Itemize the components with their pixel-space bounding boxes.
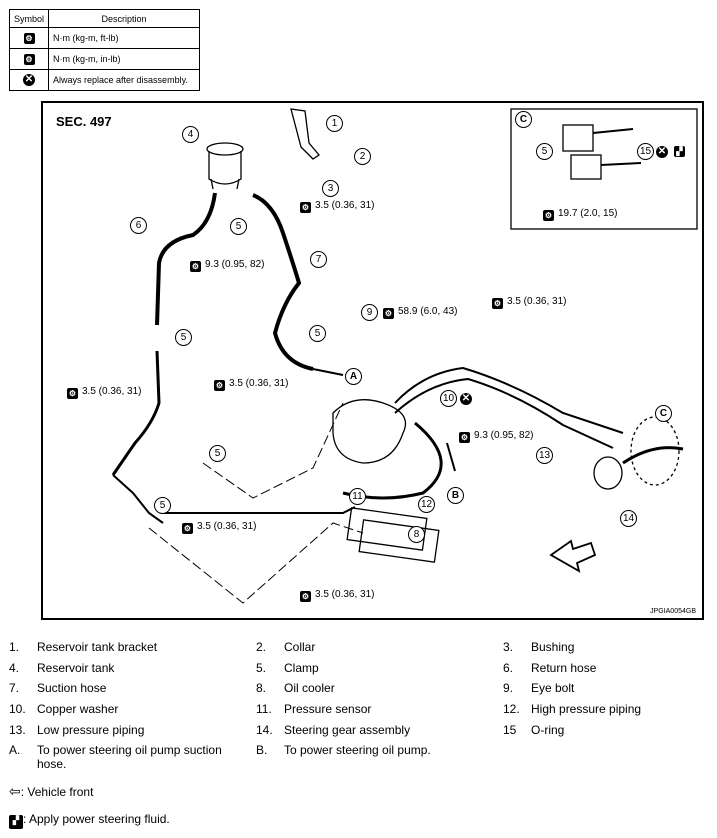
torque-label: ⚙19.7 (2.0, 15) bbox=[543, 208, 618, 221]
torque-wrench-icon: ⚙ bbox=[23, 32, 35, 44]
return-hose bbox=[155, 192, 217, 326]
callout-5: 5 bbox=[175, 329, 192, 346]
torque-label: ⚙9.3 (0.95, 82) bbox=[459, 430, 534, 443]
legend-item: 4.Reservoir tank bbox=[9, 661, 115, 675]
inset-c-box bbox=[510, 108, 698, 230]
torque-wrench-icon: ⚙ bbox=[543, 210, 554, 221]
callout-a: A bbox=[345, 368, 362, 385]
section-label: SEC. 497 bbox=[56, 114, 112, 129]
fluid-can-icon: ▞ bbox=[674, 146, 685, 157]
torque-label: ⚙3.5 (0.36, 31) bbox=[300, 589, 375, 602]
callout-b: B bbox=[447, 487, 464, 504]
legend-item: 9.Eye bolt bbox=[503, 681, 575, 695]
callout-c: C bbox=[655, 405, 672, 422]
legend-item: 12.High pressure piping bbox=[503, 702, 642, 716]
callout-9: 9 bbox=[361, 304, 378, 321]
torque-label: ⚙3.5 (0.36, 31) bbox=[67, 386, 142, 399]
vehicle-front-arrow bbox=[549, 539, 597, 573]
legend-item: 6.Return hose bbox=[503, 661, 597, 675]
legend-item: 10.Copper washer bbox=[9, 702, 119, 716]
torque-label: ⚙3.5 (0.36, 31) bbox=[182, 521, 257, 534]
torque-wrench-icon: ⚙ bbox=[182, 523, 193, 534]
callout-7: 7 bbox=[310, 251, 327, 268]
fluid-can-icon: ▞ bbox=[9, 815, 23, 829]
high-pressure-piping bbox=[394, 366, 624, 434]
power-steering-pump bbox=[332, 399, 407, 464]
torque-wrench-icon: ⚙ bbox=[67, 388, 78, 399]
callout-5: 5 bbox=[309, 325, 326, 342]
inset-fitting-upper bbox=[562, 124, 594, 152]
callout-6: 6 bbox=[130, 217, 147, 234]
callout-8: 8 bbox=[408, 526, 425, 543]
callout-11: 11 bbox=[349, 488, 366, 505]
callout-5: 5 bbox=[209, 445, 226, 462]
description-header: Description bbox=[48, 9, 201, 28]
reservoir-tank-body bbox=[208, 151, 242, 185]
torque-wrench-icon: ⚙ bbox=[300, 591, 311, 602]
torque-label: ⚙3.5 (0.36, 31) bbox=[300, 200, 375, 213]
legend-item: 7.Suction hose bbox=[9, 681, 107, 695]
inset-fitting-lower bbox=[570, 154, 602, 180]
apply-fluid-note: ▞: Apply power steering fluid. bbox=[9, 812, 170, 829]
torque-wrench-icon: ⚙ bbox=[300, 202, 311, 213]
legend-item: 5.Clamp bbox=[256, 661, 319, 675]
callout-5: 5 bbox=[154, 497, 171, 514]
always-replace-icon: ✕ bbox=[460, 393, 472, 405]
legend-item: B.To power steering oil pump. bbox=[256, 743, 431, 757]
torque-wrench-icon: ⚙ bbox=[214, 380, 225, 391]
torque-wrench-icon: ⚙ bbox=[383, 308, 394, 319]
callout-3: 3 bbox=[322, 180, 339, 197]
suction-hose bbox=[252, 193, 314, 371]
low-pressure-piping bbox=[394, 377, 614, 449]
torque-wrench-icon: ⚙ bbox=[492, 298, 503, 309]
always-replace-icon: ✕ bbox=[23, 74, 35, 86]
diagram-frame: SEC. 497 JPGIA0054GB ⚙3.5 (0.36, 31) ⚙9.… bbox=[41, 101, 704, 620]
callout-10: 10 bbox=[440, 390, 457, 407]
reference-code: JPGIA0054GB bbox=[650, 608, 696, 615]
callout-14: 14 bbox=[620, 510, 637, 527]
diagram-drawing bbox=[111, 108, 698, 604]
legend-item: 14.Steering gear assembly bbox=[256, 723, 411, 737]
torque-wrench-icon: ⚙ bbox=[459, 432, 470, 443]
reservoir-tank-cap bbox=[206, 142, 244, 156]
vehicle-front-icon: ⇦ bbox=[9, 783, 21, 799]
return-pipe bbox=[111, 350, 161, 476]
symbol-description: Always replace after disassembly. bbox=[48, 69, 201, 91]
callout-5: 5 bbox=[230, 218, 247, 235]
symbol-description: N·m (kg-m, ft-lb) bbox=[48, 27, 201, 49]
callout-2: 2 bbox=[354, 148, 371, 165]
vehicle-front-note: ⇦: Vehicle front bbox=[9, 783, 94, 799]
callout-5: 5 bbox=[536, 143, 553, 160]
callout-1: 1 bbox=[326, 115, 343, 132]
legend-item: 8.Oil cooler bbox=[256, 681, 335, 695]
legend-item: 3.Bushing bbox=[503, 640, 575, 654]
callout-4: 4 bbox=[182, 126, 199, 143]
torque-label: ⚙9.3 (0.95, 82) bbox=[190, 259, 265, 272]
callout-13: 13 bbox=[536, 447, 553, 464]
steering-gear-assembly bbox=[593, 456, 623, 490]
torque-wrench-inlb-icon: ⚙ bbox=[23, 53, 35, 65]
legend-item: 11.Pressure sensor bbox=[256, 702, 372, 716]
symbol-description: N·m (kg-m, in-lb) bbox=[48, 48, 201, 70]
torque-label: ⚙58.9 (6.0, 43) bbox=[383, 306, 458, 319]
torque-label: ⚙3.5 (0.36, 31) bbox=[492, 296, 567, 309]
torque-wrench-icon: ⚙ bbox=[190, 261, 201, 272]
callout-15: 15 bbox=[637, 143, 654, 160]
symbol-header: Symbol bbox=[8, 9, 50, 28]
callout-c: C bbox=[515, 111, 532, 128]
legend-item: A.To power steering oil pump suction hos… bbox=[9, 743, 222, 771]
torque-label: ⚙3.5 (0.36, 31) bbox=[214, 378, 289, 391]
legend-item: 13.Low pressure piping bbox=[9, 723, 145, 737]
detail-c-circle bbox=[630, 416, 680, 486]
callout-12: 12 bbox=[418, 496, 435, 513]
symbol-table: Symbol Description ⚙ N·m (kg-m, ft-lb) ⚙… bbox=[8, 9, 201, 91]
always-replace-icon: ✕ bbox=[656, 146, 668, 158]
legend-item: 2.Collar bbox=[256, 640, 316, 654]
legend-item: 1.Reservoir tank bracket bbox=[9, 640, 158, 654]
reservoir-bracket bbox=[290, 108, 320, 160]
